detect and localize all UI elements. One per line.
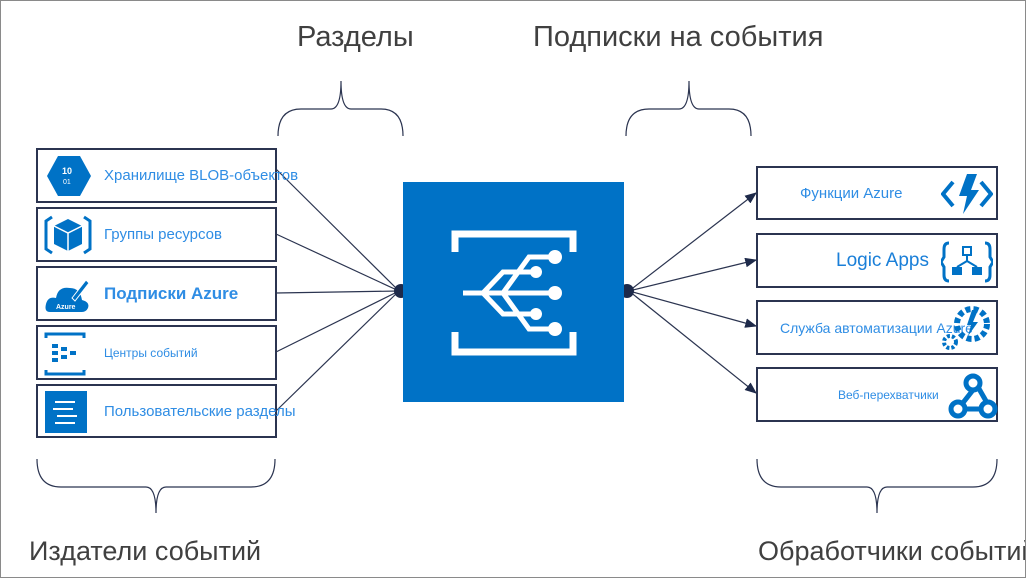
- connector: [275, 290, 400, 294]
- event-grid-hub: [403, 182, 624, 402]
- azure-automation-icon: [942, 306, 990, 350]
- brace-subscriptions: [625, 80, 752, 137]
- event-hubs-icon: [44, 332, 86, 376]
- publisher-custom-topics[interactable]: Пользовательские разделы: [36, 384, 295, 438]
- connector: [275, 233, 400, 292]
- handler-azure-automation[interactable]: Служба автоматизации Azure: [756, 300, 998, 355]
- handler-azure-functions[interactable]: Функции Azure: [756, 166, 998, 220]
- arrow: [628, 290, 757, 394]
- publisher-resource-groups[interactable]: Группы ресурсов: [36, 207, 277, 262]
- subscriptions-label: Подписки на события: [533, 21, 824, 53]
- brace-handlers: [756, 458, 998, 514]
- webhooks-icon: [948, 373, 998, 419]
- svg-text:10: 10: [62, 166, 72, 176]
- azure-functions-icon: [941, 174, 993, 214]
- connector: [275, 290, 400, 353]
- azure-subscription-icon: Azure: [45, 279, 90, 312]
- handler-webhooks[interactable]: Веб-перехватчики: [756, 367, 998, 422]
- topics-label: Разделы: [297, 21, 414, 53]
- logic-apps-icon: [941, 241, 993, 283]
- custom-topics-icon: [45, 391, 87, 433]
- brace-publishers: [36, 458, 276, 514]
- publisher-azure-subscriptions[interactable]: Azure Подписки Azure: [36, 266, 277, 321]
- connector: [275, 290, 400, 412]
- publisher-event-hubs[interactable]: Центры событий: [36, 325, 277, 380]
- resource-group-icon: [44, 215, 92, 255]
- publishers-label: Издатели событий: [29, 536, 262, 566]
- arrow: [628, 192, 757, 292]
- svg-text:01: 01: [63, 179, 71, 186]
- brace-topics: [277, 80, 404, 137]
- arrow: [628, 290, 758, 328]
- arrow: [628, 257, 758, 292]
- svg-text:Azure: Azure: [56, 304, 76, 311]
- handlers-label: Обработчики событий: [758, 536, 1026, 566]
- event-grid-icon: [451, 230, 577, 356]
- handler-logic-apps[interactable]: Logic Apps: [756, 233, 998, 288]
- connector: [275, 168, 400, 292]
